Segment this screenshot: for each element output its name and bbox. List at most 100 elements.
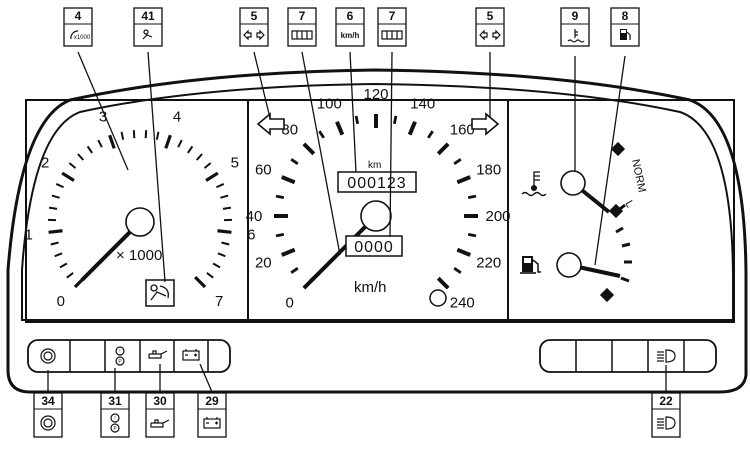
odometer-digits-icon <box>291 30 313 40</box>
turn-indicator-right <box>471 112 500 136</box>
callout-7: 7 <box>377 7 407 47</box>
trip-display: 0000 <box>345 235 403 257</box>
headlight-icon <box>657 416 676 430</box>
tachometer-major-tick <box>217 229 232 234</box>
speedometer-minor-tick <box>290 158 299 165</box>
tachometer-tick-label: 0 <box>57 293 65 310</box>
callout-number: 22 <box>659 394 673 408</box>
tachometer-major-tick <box>205 171 219 182</box>
battery-icon <box>203 417 221 429</box>
speedometer-minor-tick <box>427 130 434 139</box>
callout-4: 4 x1000 <box>63 7 93 47</box>
callout-number: 4 <box>75 9 82 23</box>
tachometer-tick-label: 6 <box>247 227 255 244</box>
brake-warning-icon: !P <box>110 413 120 433</box>
trip-reset-knob <box>429 289 447 307</box>
tachometer-major-tick <box>164 134 172 149</box>
speedometer-minor-tick <box>318 130 325 139</box>
tachometer-minor-tick <box>216 183 225 189</box>
callout-number: 6 <box>347 9 354 23</box>
odometer-digits-icon <box>381 30 403 40</box>
tachometer-minor-tick <box>222 206 232 210</box>
speedometer-major-tick <box>335 120 345 136</box>
tachometer-minor-tick <box>221 241 230 246</box>
callout-22: 22 <box>651 392 681 438</box>
callout-5: 5 <box>475 7 505 47</box>
tachometer-minor-tick <box>97 139 103 148</box>
callout-34: 34 <box>33 392 63 438</box>
tachometer-minor-tick <box>195 153 203 161</box>
fuel-gauge-icon <box>520 256 541 274</box>
tachometer-major-tick <box>194 276 207 289</box>
speedometer-minor-tick <box>467 194 477 200</box>
speedometer-major-tick <box>407 120 417 136</box>
callout-number: 5 <box>251 9 258 23</box>
callout-number: 41 <box>141 9 155 23</box>
speedometer-minor-tick <box>467 232 477 238</box>
tachometer-tick-label: 2 <box>41 154 49 171</box>
tachometer-tick-label: 4 <box>173 108 181 125</box>
tachometer-hub <box>125 207 155 237</box>
svg-text:km/h: km/h <box>341 31 360 40</box>
tachometer-minor-tick <box>77 153 85 161</box>
fuel-gauge <box>520 226 632 303</box>
tachometer-minor-tick <box>59 262 68 269</box>
callout-29: 29 <box>197 392 227 438</box>
callout-number: 9 <box>572 9 579 23</box>
callout-number: 5 <box>487 9 494 23</box>
brake-warning-icon: !P <box>115 346 125 366</box>
speedometer-major-tick <box>456 175 472 185</box>
callout-number: 7 <box>299 9 306 23</box>
temp-norm-label: NORM <box>629 158 648 193</box>
speedometer-minor-tick <box>453 267 462 274</box>
callout-number: 30 <box>153 394 167 408</box>
speedometer-minor-tick <box>354 115 360 125</box>
tachometer-tick-label: 5 <box>231 154 239 171</box>
gauges-panel <box>507 99 735 323</box>
tachometer-minor-tick <box>203 162 212 169</box>
tachometer-tick-label: 7 <box>215 293 223 310</box>
tachometer-unit: × 1000 <box>116 247 162 264</box>
oil-can-icon <box>150 419 170 428</box>
tachometer-major-tick <box>108 134 116 149</box>
headlight-icon <box>657 349 676 363</box>
tachometer-minor-tick <box>187 145 194 154</box>
speedometer-major-tick <box>456 247 472 257</box>
callout-number: 8 <box>622 9 629 23</box>
svg-text:x1000: x1000 <box>74 35 91 41</box>
tachometer-minor-tick <box>66 272 74 279</box>
speedometer-tick-label: 20 <box>255 255 272 272</box>
callout-number: 29 <box>205 394 219 408</box>
svg-text:!: ! <box>114 416 115 422</box>
tachometer-tick-label: 1 <box>25 227 33 244</box>
turn-arrows-icon <box>243 29 265 41</box>
callout-41: 41 <box>133 7 163 47</box>
callout-30: 30 <box>145 392 175 438</box>
speedometer-tick-label: 240 <box>450 294 475 311</box>
speedometer-tick-label: 100 <box>317 95 342 112</box>
tachometer-minor-tick <box>86 145 93 154</box>
odometer-display: 000123 <box>337 171 417 193</box>
svg-text:L: L <box>622 199 635 210</box>
svg-text:P: P <box>118 359 122 365</box>
speedometer-major-tick <box>436 276 450 290</box>
tachometer-major-tick <box>61 171 75 182</box>
left-warning-strip <box>27 339 231 373</box>
callout-5: 5 <box>239 7 269 47</box>
callout-number: 34 <box>41 394 55 408</box>
airbag-warning-light <box>145 279 175 307</box>
speedometer-tick-label: 0 <box>286 294 294 311</box>
speedometer-minor-tick <box>275 194 285 200</box>
speedometer-tick-label: 60 <box>255 161 272 178</box>
turn-indicator-left <box>256 112 285 136</box>
callout-7: 7 <box>287 7 317 47</box>
tachometer-minor-tick <box>206 272 214 279</box>
callout-31: 31!P <box>100 392 130 438</box>
tachometer-x1000-icon: x1000 <box>70 30 91 41</box>
tachometer-minor-tick <box>212 262 221 269</box>
odometer-value: 000123 <box>347 175 406 192</box>
oil-can-icon <box>148 350 168 359</box>
